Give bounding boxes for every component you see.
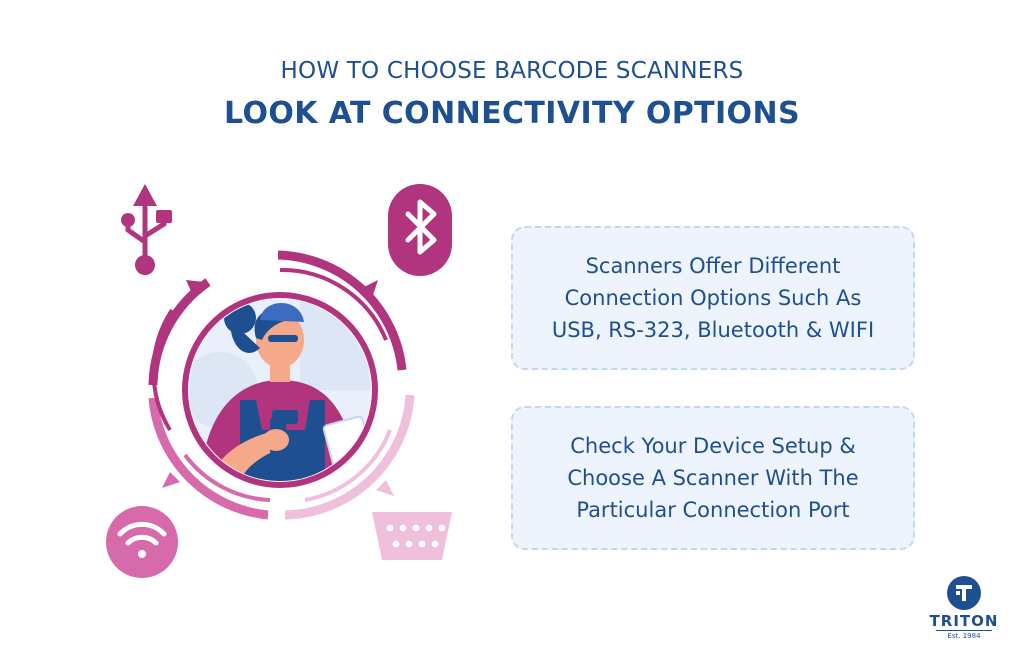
page-title: LOOK AT CONNECTIVITY OPTIONS [224,96,800,131]
arrow-bluetooth [362,280,378,298]
worker-illustration [182,292,378,488]
connection-ring [148,250,415,520]
triton-logo: TRITON Est. 1984 [928,576,1000,646]
page-subtitle: HOW TO CHOOSE BARCODE SCANNERS [280,58,744,84]
logo-tagline: Est. 1984 [936,630,992,640]
serial-port-icon [372,512,452,560]
logo-name: TRITON [929,612,999,630]
triton-logo-icon [947,576,981,610]
connectivity-illustration [90,170,480,590]
arrow-usb [186,280,204,298]
info-text-connection-options: Scanners Offer Different Connection Opti… [551,254,875,342]
arrow-wifi [162,472,180,488]
info-box-device-setup: Check Your Device Setup & Choose A Scann… [511,406,915,550]
info-box-connection-options: Scanners Offer Different Connection Opti… [511,226,915,370]
bluetooth-icon [388,184,452,276]
usb-icon [121,184,172,275]
info-text-device-setup: Check Your Device Setup & Choose A Scann… [567,434,859,522]
arrow-serial [376,480,394,496]
wifi-icon [106,506,178,578]
